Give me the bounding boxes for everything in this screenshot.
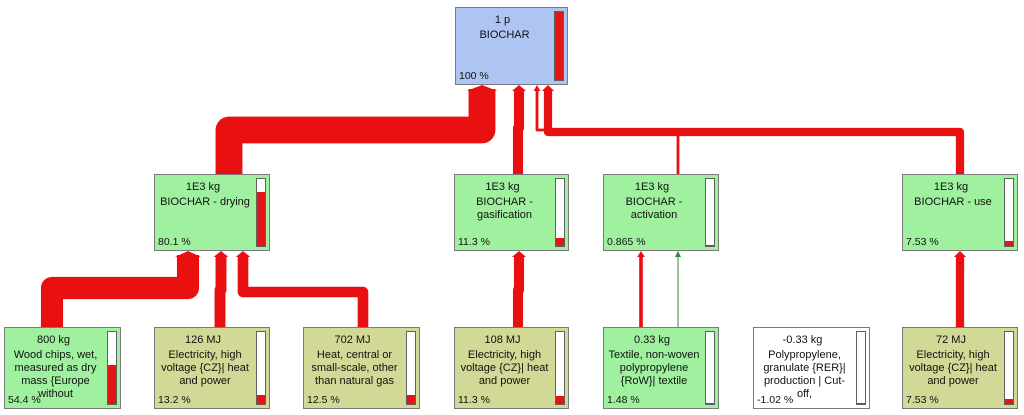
node-name: BIOCHAR - activation [625,196,683,221]
contribution-gauge [256,178,266,247]
node-electricity-drying[interactable]: 126 MJ Electricity, high voltage {CZ}| h… [154,327,270,409]
contribution-gauge [554,11,564,81]
node-biochar-use[interactable]: 1E3 kg BIOCHAR - use 7.53 % [902,174,1018,251]
node-percent: 80.1 % [158,236,191,248]
flow-link-elec2-to-gasification [512,255,525,327]
node-percent: -1.02 % [757,394,794,406]
flow-arrowhead [533,85,541,91]
contribution-gauge [1004,331,1014,405]
flow-arrowhead [511,251,527,257]
node-polypropylene[interactable]: -0.33 kg Polypropylene, granulate {RER}|… [753,327,870,409]
node-name: Textile, non-woven polypropylene {RoW}| … [608,349,700,387]
node-name: BIOCHAR - use [914,196,992,208]
flow-arrowhead [466,85,498,91]
gauge-fill [257,192,265,246]
flow-arrowhead [174,251,202,257]
node-quantity: 702 MJ [334,334,371,346]
node-name: Electricity, high voltage {CZ}| heat and… [161,349,249,387]
node-heat[interactable]: 702 MJ Heat, central or small-scale, oth… [303,327,420,409]
contribution-gauge [406,331,416,405]
contribution-gauge [256,331,266,405]
flow-arrowhead [213,251,229,257]
node-quantity: 1 p [494,14,511,26]
node-name: Electricity, high voltage {CZ}| heat and… [909,349,997,387]
node-percent: 0.865 % [607,236,646,248]
node-name: Polypropylene, granulate {RER}| producti… [763,349,846,400]
flow-link-heat-to-drying [237,255,369,327]
node-name: Electricity, high voltage {CZ}| heat and… [460,349,549,387]
gauge-fill [108,364,116,404]
gauge-fill [556,395,564,404]
node-quantity: 1E3 kg [185,181,221,193]
gauge-fill [407,395,415,404]
flow-arrowhead [675,251,681,257]
node-name: Heat, central or small-scale, other than… [311,349,398,387]
contribution-gauge [107,331,117,405]
node-percent: 7.53 % [906,236,939,248]
gauge-fill [1005,398,1013,404]
node-quantity: 72 MJ [936,334,966,346]
flow-arrowhead [511,85,527,91]
node-quantity: -0.33 kg [782,334,823,346]
gauge-fill [1005,240,1013,246]
node-percent: 1.48 % [607,394,640,406]
node-percent: 12.5 % [307,394,340,406]
flow-link-use-to-root [543,89,965,174]
contribution-gauge [555,331,565,405]
flow-link-drying-to-root [215,89,496,174]
gauge-fill [257,394,265,404]
contribution-gauge [1004,178,1014,247]
node-quantity: 1E3 kg [933,181,969,193]
contribution-gauge [705,331,715,405]
flow-arrowhead [541,85,555,91]
gauge-fill [857,403,865,404]
flow-arrowhead [235,251,251,257]
flow-link-wood-to-drying [40,255,200,327]
node-name: Wood chips, wet, measured as dry mass {E… [13,349,98,400]
flow-arrowhead [953,251,967,257]
node-percent: 100 % [459,70,489,82]
flow-arrowhead [637,251,645,257]
node-name: BIOCHAR - drying [160,196,250,208]
node-quantity: 126 MJ [184,334,222,346]
node-name: BIOCHAR [479,29,530,41]
node-percent: 11.3 % [458,236,490,248]
node-percent: 11.3 % [458,394,490,406]
node-electricity-use[interactable]: 72 MJ Electricity, high voltage {CZ}| he… [902,327,1018,409]
node-biochar[interactable]: 1 p BIOCHAR 100 % [455,7,568,85]
node-name: BIOCHAR - gasification [476,196,533,221]
node-percent: 7.53 % [906,394,939,406]
gauge-fill [555,12,563,80]
node-textile[interactable]: 0.33 kg Textile, non-woven polypropylene… [603,327,719,409]
node-quantity: 1E3 kg [634,181,670,193]
node-percent: 54.4 % [8,394,41,406]
contribution-gauge [555,178,565,247]
node-electricity-gasification[interactable]: 108 MJ Electricity, high voltage {CZ}| h… [454,327,569,409]
node-percent: 13.2 % [158,394,191,406]
contribution-gauge [856,331,866,405]
node-quantity: 0.33 kg [633,334,671,346]
gauge-fill [556,238,564,246]
gauge-fill [706,245,714,246]
flow-link-gasification-to-root [512,89,525,174]
flow-link-elec1-to-drying [214,255,227,327]
node-biochar-activation[interactable]: 1E3 kg BIOCHAR - activation 0.865 % [603,174,719,251]
node-quantity: 800 kg [36,334,71,346]
gauge-fill [706,402,714,404]
node-biochar-drying[interactable]: 1E3 kg BIOCHAR - drying 80.1 % [154,174,270,251]
node-wood-chips[interactable]: 800 kg Wood chips, wet, measured as dry … [4,327,121,409]
node-quantity: 108 MJ [484,334,521,346]
node-quantity: 1E3 kg [485,181,520,193]
node-biochar-gasification[interactable]: 1E3 kg BIOCHAR - gasification 11.3 % [454,174,569,251]
contribution-gauge [705,178,715,247]
